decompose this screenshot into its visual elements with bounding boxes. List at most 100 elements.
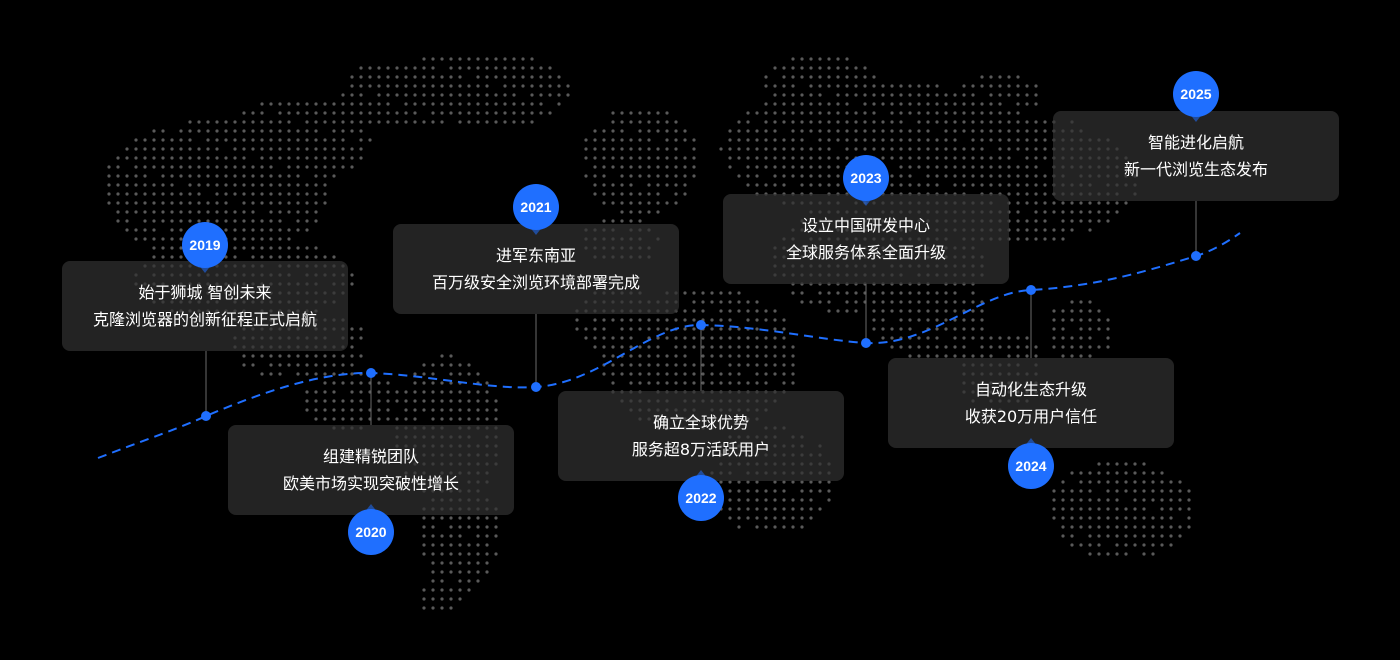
- map-dot: [332, 363, 336, 367]
- map-dot: [692, 363, 696, 367]
- map-dot: [1043, 156, 1047, 160]
- map-dot: [332, 165, 336, 169]
- map-dot: [422, 372, 426, 376]
- map-dot: [143, 210, 147, 214]
- map-dot: [791, 66, 795, 70]
- map-dot: [539, 84, 543, 88]
- map-dot: [1016, 201, 1020, 205]
- map-dot: [989, 183, 993, 187]
- map-dot: [377, 102, 381, 106]
- map-dot: [737, 291, 741, 295]
- map-dot: [1061, 219, 1065, 223]
- map-dot: [917, 300, 921, 304]
- map-dot: [1043, 183, 1047, 187]
- map-dot: [332, 381, 336, 385]
- map-dot: [503, 66, 507, 70]
- map-dot: [935, 309, 939, 313]
- map-dot: [197, 201, 201, 205]
- map-dot: [278, 192, 282, 196]
- map-dot: [359, 138, 363, 142]
- map-dot: [647, 354, 651, 358]
- map-dot: [1097, 327, 1101, 331]
- map-dot: [161, 255, 165, 259]
- map-dot: [1007, 354, 1011, 358]
- map-dot: [332, 174, 336, 178]
- map-dot: [836, 84, 840, 88]
- map-dot: [215, 174, 219, 178]
- map-dot: [269, 129, 273, 133]
- map-dot: [296, 138, 300, 142]
- map-dot: [953, 183, 957, 187]
- map-dot: [323, 174, 327, 178]
- map-dot: [719, 318, 723, 322]
- map-dot: [962, 147, 966, 151]
- map-dot: [350, 372, 354, 376]
- map-dot: [440, 363, 444, 367]
- map-dot: [881, 291, 885, 295]
- map-dot: [980, 147, 984, 151]
- map-dot: [1025, 174, 1029, 178]
- map-dot: [728, 156, 732, 160]
- milestone-2020-line2: 欧美市场实现突破性增长: [282, 474, 459, 493]
- map-dot: [341, 381, 345, 385]
- map-dot: [863, 102, 867, 106]
- map-dot: [359, 120, 363, 124]
- map-dot: [1079, 201, 1083, 205]
- map-dot: [422, 381, 426, 385]
- map-dot: [746, 174, 750, 178]
- map-dot: [935, 327, 939, 331]
- map-dot: [206, 174, 210, 178]
- map-dot: [710, 336, 714, 340]
- map-dot: [971, 291, 975, 295]
- map-dot: [917, 120, 921, 124]
- map-dot: [107, 183, 111, 187]
- map-dot: [998, 345, 1002, 349]
- map-dot: [323, 102, 327, 106]
- map-dot: [998, 111, 1002, 115]
- map-dot: [890, 147, 894, 151]
- map-dot: [863, 129, 867, 133]
- map-dot: [611, 219, 615, 223]
- map-dot: [197, 156, 201, 160]
- map-dot: [296, 129, 300, 133]
- map-dot: [314, 246, 318, 250]
- map-dot: [1043, 147, 1047, 151]
- map-dot: [251, 210, 255, 214]
- map-dot: [755, 165, 759, 169]
- map-dot: [980, 111, 984, 115]
- map-dot: [872, 102, 876, 106]
- map-dot: [953, 345, 957, 349]
- map-dot: [629, 183, 633, 187]
- map-dot: [818, 138, 822, 142]
- map-dot: [737, 138, 741, 142]
- map-dot: [143, 228, 147, 232]
- map-dot: [638, 174, 642, 178]
- map-dot: [395, 93, 399, 97]
- map-dot: [1034, 120, 1038, 124]
- map-dot: [1034, 345, 1038, 349]
- map-dot: [665, 156, 669, 160]
- map-dot: [935, 156, 939, 160]
- map-dot: [620, 147, 624, 151]
- map-dot: [116, 201, 120, 205]
- map-dot: [170, 156, 174, 160]
- map-dot: [179, 201, 183, 205]
- map-dot: [602, 336, 606, 340]
- map-dot: [368, 66, 372, 70]
- map-dot: [836, 66, 840, 70]
- map-dot: [296, 183, 300, 187]
- map-dot: [242, 363, 246, 367]
- map-dot: [692, 336, 696, 340]
- map-dot: [359, 75, 363, 79]
- map-dot: [233, 183, 237, 187]
- map-dot: [899, 318, 903, 322]
- year-badge-2023: 2023: [843, 155, 889, 201]
- map-dot: [998, 336, 1002, 340]
- map-dot: [845, 138, 849, 142]
- map-dot: [836, 309, 840, 313]
- map-dot: [260, 354, 264, 358]
- map-dot: [404, 75, 408, 79]
- map-dot: [143, 183, 147, 187]
- map-dot: [782, 66, 786, 70]
- map-dot: [584, 336, 588, 340]
